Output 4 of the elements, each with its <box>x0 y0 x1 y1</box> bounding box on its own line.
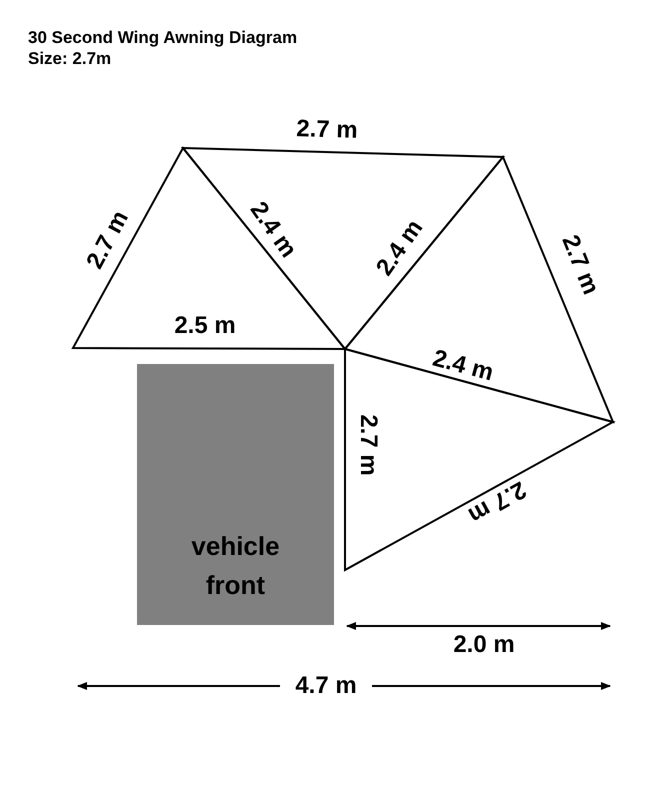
vehicle-label: vehicle front <box>190 530 281 602</box>
vehicle-block <box>137 364 334 625</box>
title: 30 Second Wing Awning Diagram <box>28 27 298 48</box>
size-label: Size: 2.7m <box>28 48 112 70</box>
